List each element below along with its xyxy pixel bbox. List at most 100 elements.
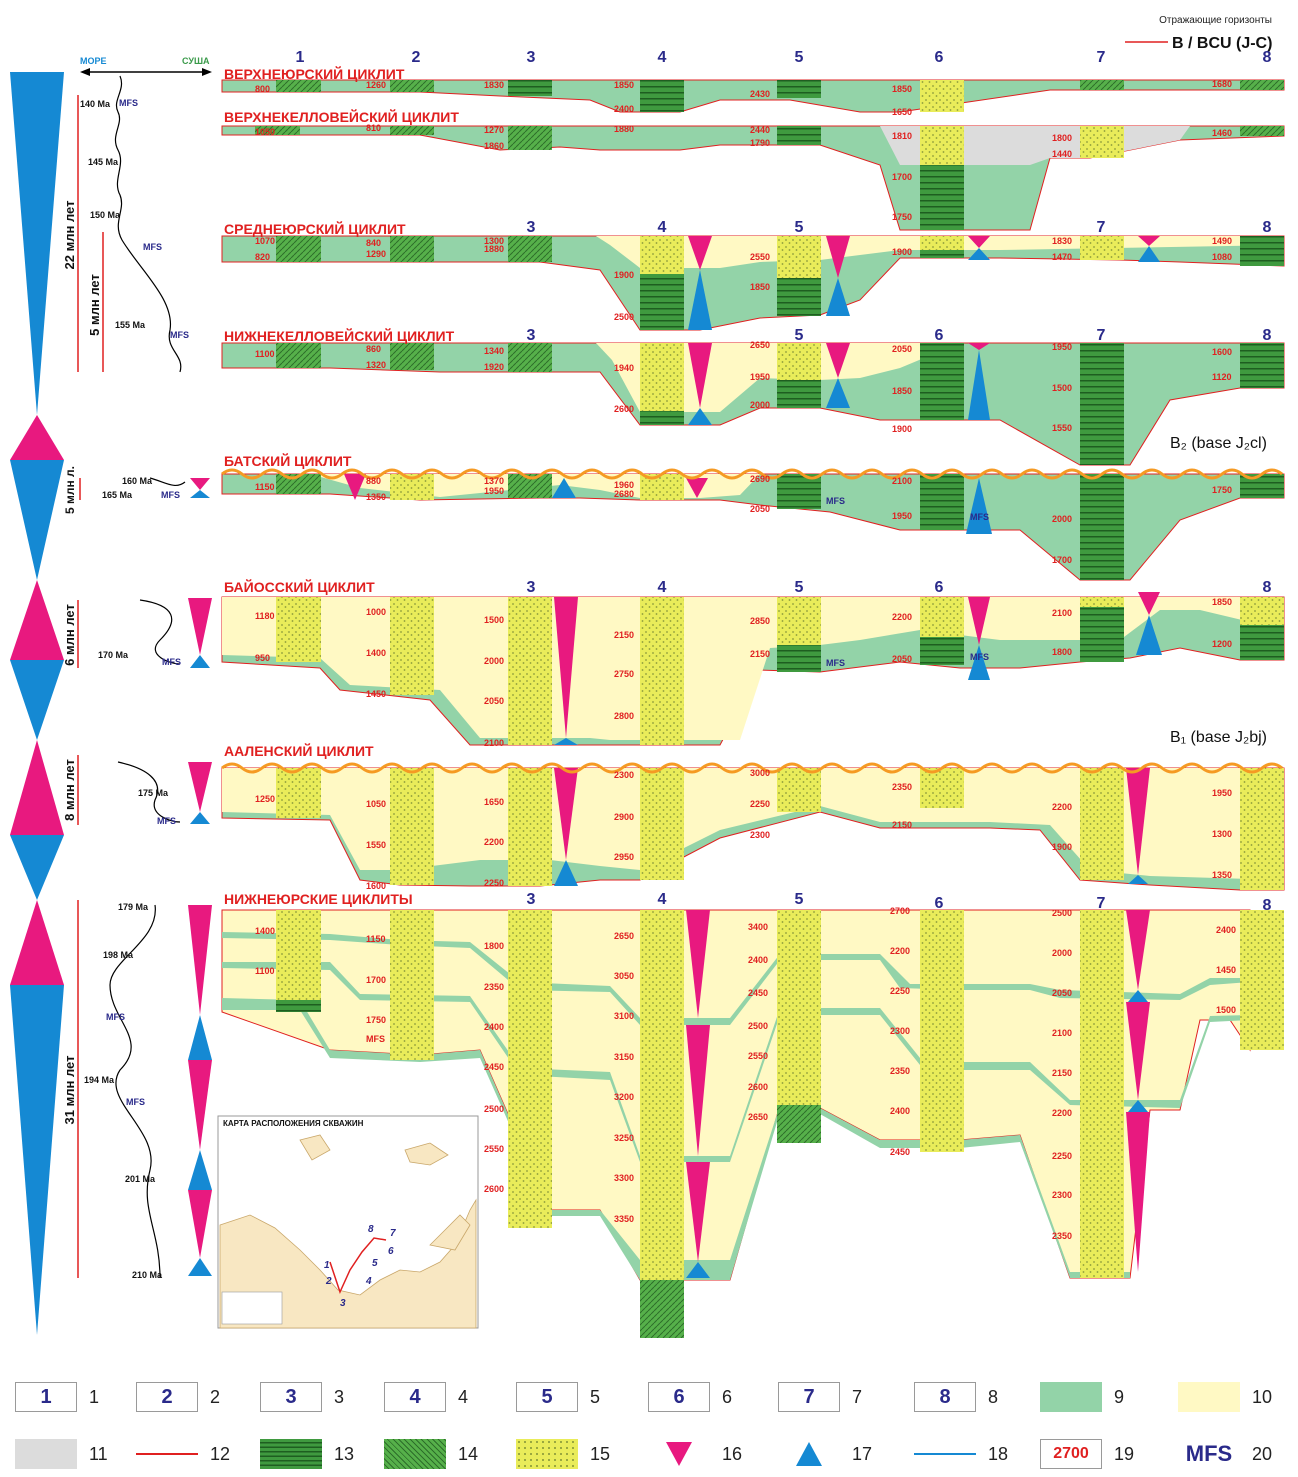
legend-well-symbol: 5	[516, 1382, 578, 1412]
depth-label: 2500	[614, 312, 634, 322]
depth-label: 2150	[1052, 1068, 1072, 1078]
legend-item-14: 14	[384, 1437, 478, 1471]
depth-label: 1100	[255, 966, 275, 976]
depth-label: 2000	[484, 656, 504, 666]
legend-number: 13	[334, 1443, 355, 1464]
depth-label: 1950	[1052, 342, 1072, 352]
depth-label: 1880	[484, 244, 504, 254]
depth-label: 3000	[750, 768, 770, 778]
age-label: 165 Ma	[102, 490, 133, 500]
depth-label: 1960	[614, 480, 634, 490]
depth-label: 2350	[484, 982, 504, 992]
depth-label: 2550	[484, 1144, 504, 1154]
depth-label: 2200	[892, 612, 912, 622]
age-label: 140 Ma	[80, 99, 111, 109]
mfs-label: MFS	[161, 490, 180, 500]
well-number: 6	[935, 895, 944, 912]
depth-label: 1850	[1212, 597, 1232, 607]
map-well-label: 7	[390, 1228, 396, 1239]
depth-label: 1270	[484, 125, 504, 135]
depth-label: 1700	[366, 975, 386, 985]
legend-blue-line	[914, 1439, 976, 1469]
legend-pattern-14	[384, 1439, 446, 1469]
depth-label: 2200	[1052, 802, 1072, 812]
well-number: 7	[1097, 49, 1106, 66]
depth-label: 1400	[366, 648, 386, 658]
depth-label: 1950	[484, 486, 504, 496]
well-number: 8	[1263, 219, 1272, 236]
well-number: 8	[1263, 897, 1272, 914]
depth-label: 1900	[892, 424, 912, 434]
well-number: 3	[527, 327, 536, 344]
duration-label: 8 млн лет	[62, 759, 77, 821]
depth-label: 2450	[484, 1062, 504, 1072]
correlation-diagram: 22 млн лет 5 млн лет 5 млн л. 6 млн лет …	[10, 15, 1285, 1338]
legend-well-symbol: 7	[778, 1382, 840, 1412]
depth-label: 3150	[614, 1052, 634, 1062]
depth-label: 800	[255, 84, 270, 94]
sea-level-curve: МОРЕ СУША 140 Ma 145 Ma 150 Ma 155 Ma 16…	[80, 56, 212, 1280]
depth-label: 2100	[892, 476, 912, 486]
depth-label: 2400	[890, 1106, 910, 1116]
depth-label: 2350	[1052, 1231, 1072, 1241]
depth-label: 1830	[1052, 236, 1072, 246]
depth-label: 1000	[366, 607, 386, 617]
transgression-triangle	[10, 415, 64, 460]
depth-label: 810	[366, 123, 381, 133]
legend-well-symbol: 6	[648, 1382, 710, 1412]
legend-item-19: 2700 19	[1040, 1437, 1134, 1471]
depth-label: 1800	[484, 941, 504, 951]
depth-label: 2600	[748, 1082, 768, 1092]
cyclite-aalenian	[221, 767, 1285, 891]
cyclite-title: НИЖНЕЮРСКИЕ ЦИКЛИТЫ	[224, 891, 413, 907]
depth-label: 2680	[614, 489, 634, 499]
depth-label: 2300	[1052, 1190, 1072, 1200]
depth-label: 2000	[750, 400, 770, 410]
legend-grey-fill	[15, 1439, 77, 1469]
depth-label: 1500	[1052, 383, 1072, 393]
age-label: 170 Ma	[98, 650, 129, 660]
depth-label: 2400	[1216, 925, 1236, 935]
legend-item-12: 12	[136, 1437, 230, 1471]
legend-well-symbol: 3	[260, 1382, 322, 1412]
well-number: 3	[527, 579, 536, 596]
age-label: 198 Ma	[103, 950, 134, 960]
depth-label: 2550	[750, 252, 770, 262]
depth-label: 2650	[614, 931, 634, 941]
mfs-label: MFS	[170, 330, 189, 340]
depth-label: 2050	[892, 654, 912, 664]
legend-number: 11	[89, 1443, 108, 1464]
depth-label: 2650	[748, 1112, 768, 1122]
depth-label: 1950	[1212, 788, 1232, 798]
depth-label: 2690	[750, 474, 770, 484]
regression-triangle	[10, 660, 64, 740]
legend-item-10: 10	[1178, 1380, 1272, 1414]
well-numbers-row3: 3 5 6 7 8	[527, 327, 1272, 344]
legend-transgression-triangle	[648, 1439, 710, 1469]
legend-well-symbol: 4	[384, 1382, 446, 1412]
mfs-label: MFS	[106, 1012, 125, 1022]
well-numbers-top: 1 2 3 4 5 6 7 8	[296, 49, 1272, 66]
depth-label: 2100	[1052, 608, 1072, 618]
depth-label: 2700	[890, 906, 910, 916]
mfs-label: MFS	[119, 98, 138, 108]
depth-label: 1080	[1212, 252, 1232, 262]
transgression-triangle	[10, 740, 64, 835]
well-number: 7	[1097, 327, 1106, 344]
legend-well-symbol: 1	[15, 1382, 77, 1412]
legend-mfs-sample: MFS	[1185, 1441, 1233, 1466]
depth-label: 1750	[1212, 485, 1232, 495]
legend-item-9: 9	[1040, 1380, 1124, 1414]
legend-number: 4	[458, 1386, 469, 1407]
legend-number: 19	[1114, 1443, 1135, 1464]
depth-label: 2000	[1052, 514, 1072, 524]
legend-depth-sample: 2700	[1040, 1439, 1102, 1469]
legend-number: 12	[210, 1443, 231, 1464]
depth-label: 2550	[748, 1051, 768, 1061]
legend-well-symbol: 8	[914, 1382, 976, 1412]
depth-label: 2350	[892, 782, 912, 792]
